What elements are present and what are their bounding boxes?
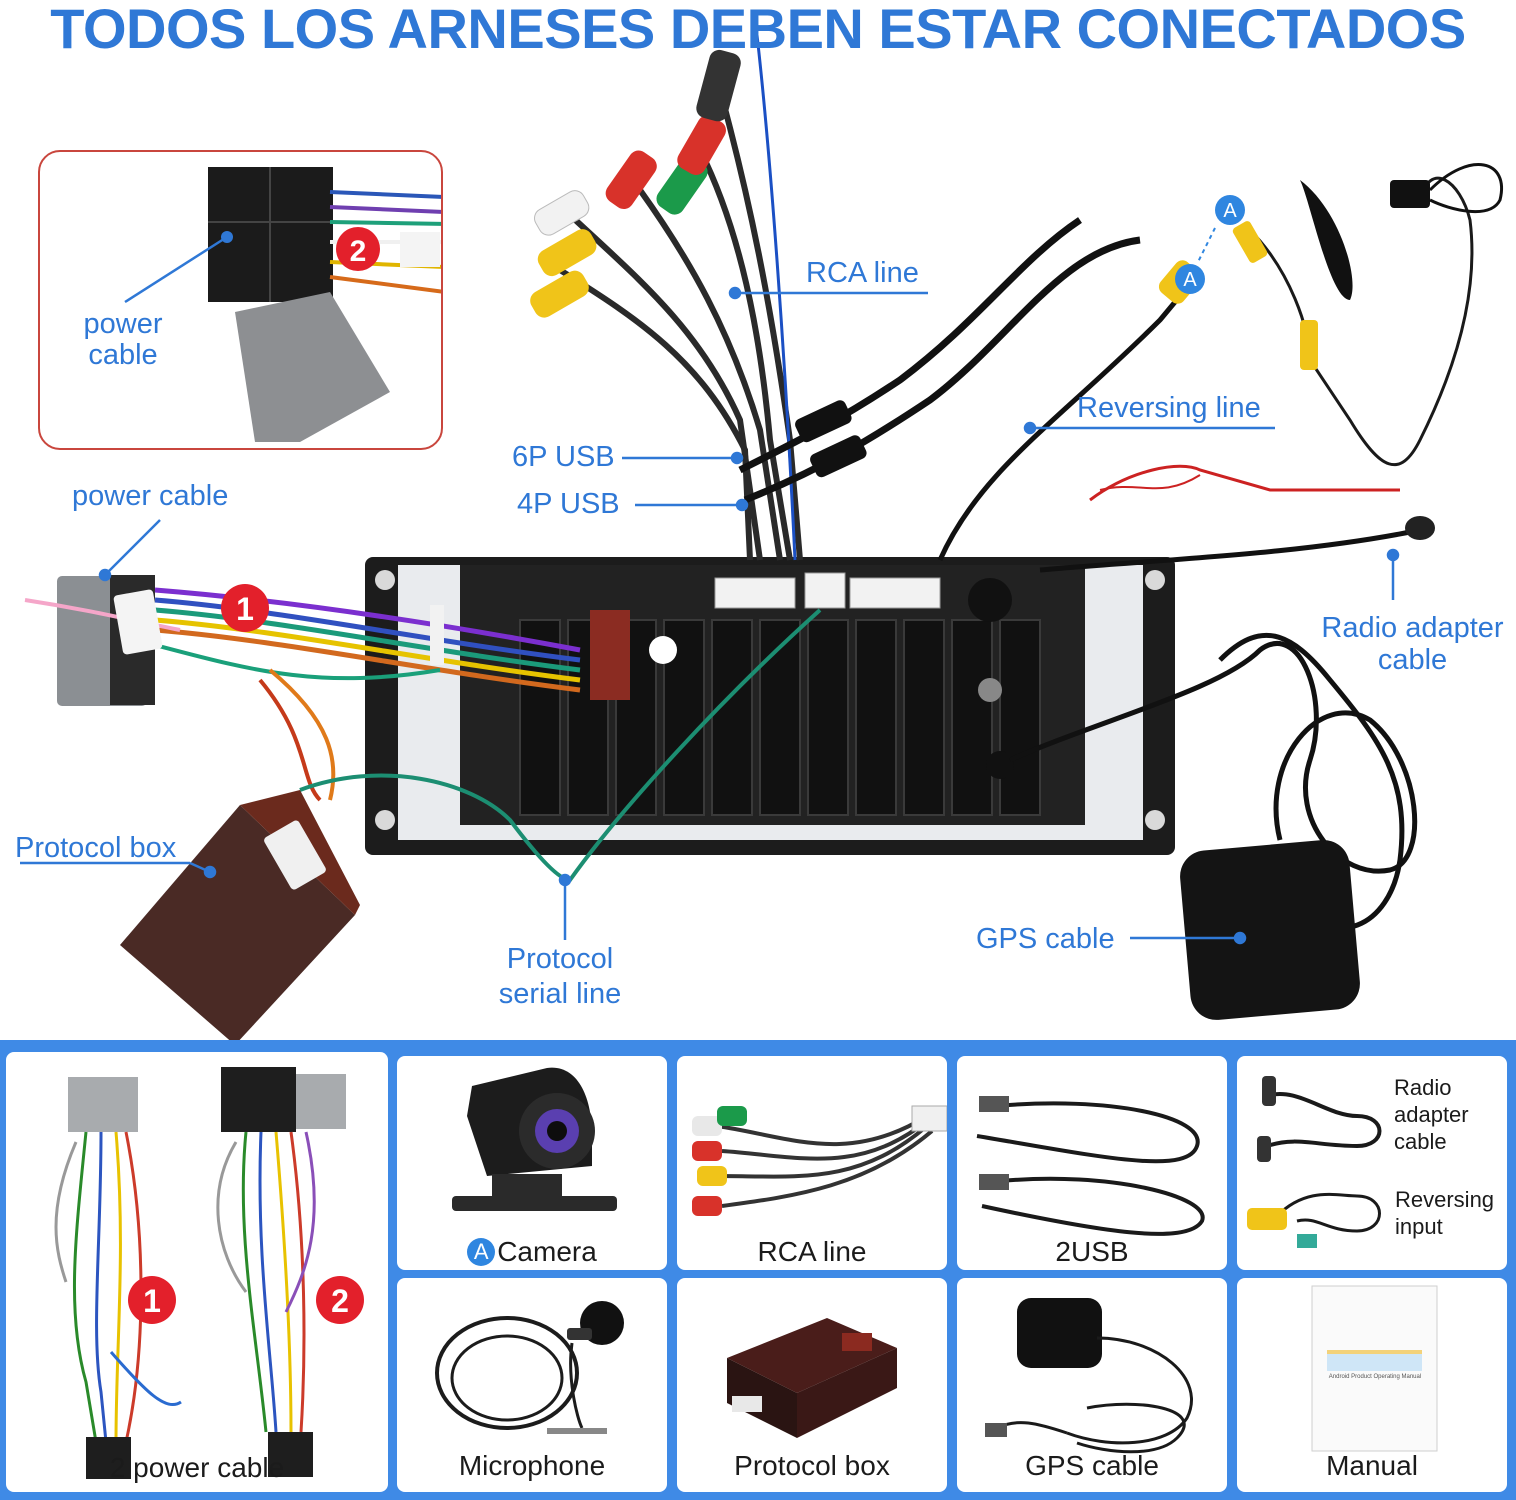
usb-4p-label: 4P USB: [517, 488, 620, 520]
card-badge-2-glyph: 2: [331, 1283, 349, 1319]
power-harness: 1: [24, 575, 581, 802]
radio-adapter-cable-label: Radio adapter cable: [1321, 612, 1504, 676]
protocol-box-label: Protocol box: [15, 832, 177, 864]
reversing-input-label: Reversing input: [1395, 1187, 1495, 1239]
manual-cover-text: Android Product Operating Manual: [1328, 1374, 1422, 1380]
inset-artwork: 2: [124, 167, 441, 442]
accessory-card-power-cable: 1 2 2 power cable: [6, 1052, 388, 1492]
radio-adapter-artwork: [1247, 1076, 1382, 1248]
accessory-label: 2USB: [1055, 1236, 1129, 1267]
harness-1-badge-glyph: 1: [236, 591, 254, 627]
rca-line-label: RCA line: [806, 257, 919, 289]
microphone-artwork: [435, 1301, 624, 1434]
harness-2-badge-glyph: 2: [350, 235, 367, 268]
svg-text:A: A: [1183, 269, 1197, 291]
accessory-card-microphone: Microphone: [397, 1278, 667, 1492]
accessory-card-2usb: 2USB: [957, 1056, 1227, 1270]
wiring-diagram: A A: [20, 34, 1503, 1040]
usb-cables: [738, 217, 1141, 504]
card-badge-1-glyph: 1: [143, 1283, 161, 1319]
radio-adapter-cable-label: Radio adapter cable: [1394, 1075, 1469, 1154]
rca-line-artwork: [692, 1105, 947, 1216]
callout-leaders: [20, 286, 1400, 945]
usb-artwork: [976, 1096, 1205, 1236]
accessory-card-rca-line: RCA line: [677, 1056, 947, 1270]
camera-a-badge: A: [467, 1238, 496, 1266]
power-cable-inset: 2 power cable: [38, 150, 443, 450]
accessory-card-gps-cable: GPS cable: [957, 1278, 1227, 1492]
accessory-label: 2 power cable: [109, 1452, 285, 1483]
svg-text:A: A: [1223, 200, 1237, 222]
reversing-cable: A A: [937, 163, 1503, 562]
accessory-label: Microphone: [458, 1450, 606, 1481]
manual-artwork: [1311, 1285, 1438, 1452]
accessory-label: GPS cable: [1025, 1450, 1159, 1481]
camera-artwork: [452, 1067, 617, 1211]
diagram-artwork: A A: [20, 34, 1503, 1040]
power-cable-label: power cable: [72, 480, 229, 512]
power-cable-artwork: 1 2: [54, 1067, 364, 1479]
accessory-label: Protocol box: [734, 1450, 890, 1481]
accessory-card-protocol-box: Protocol box: [677, 1278, 947, 1492]
accessory-label: RCA line: [757, 1236, 867, 1267]
protocol-box: [120, 608, 822, 1040]
protocol-serial-line-label: Protocol serial line: [498, 943, 622, 1010]
accessory-card-radio-adapter: Radio adapter cable Reversing input: [1237, 1056, 1507, 1270]
head-unit: [365, 557, 1175, 855]
gps-cable-label: GPS cable: [976, 923, 1115, 955]
gps-artwork: [985, 1298, 1193, 1454]
headline: TODOS LOS ARNESES DEBEN ESTAR CONECTADOS: [50, 0, 1466, 60]
reversing-line-label: Reversing line: [1077, 392, 1261, 424]
accessory-card-manual: Android Product Operating Manual Manual: [1237, 1278, 1507, 1492]
usb-6p-label: 6P USB: [512, 441, 615, 473]
rca-bundle: [530, 34, 803, 561]
camera-label: Camera: [497, 1236, 597, 1267]
protocol-box-artwork: [727, 1318, 897, 1438]
accessory-label: Manual: [1326, 1450, 1418, 1481]
radio-gps-cables: [986, 516, 1435, 1020]
inset-power-cable-label: power cable: [83, 308, 163, 371]
